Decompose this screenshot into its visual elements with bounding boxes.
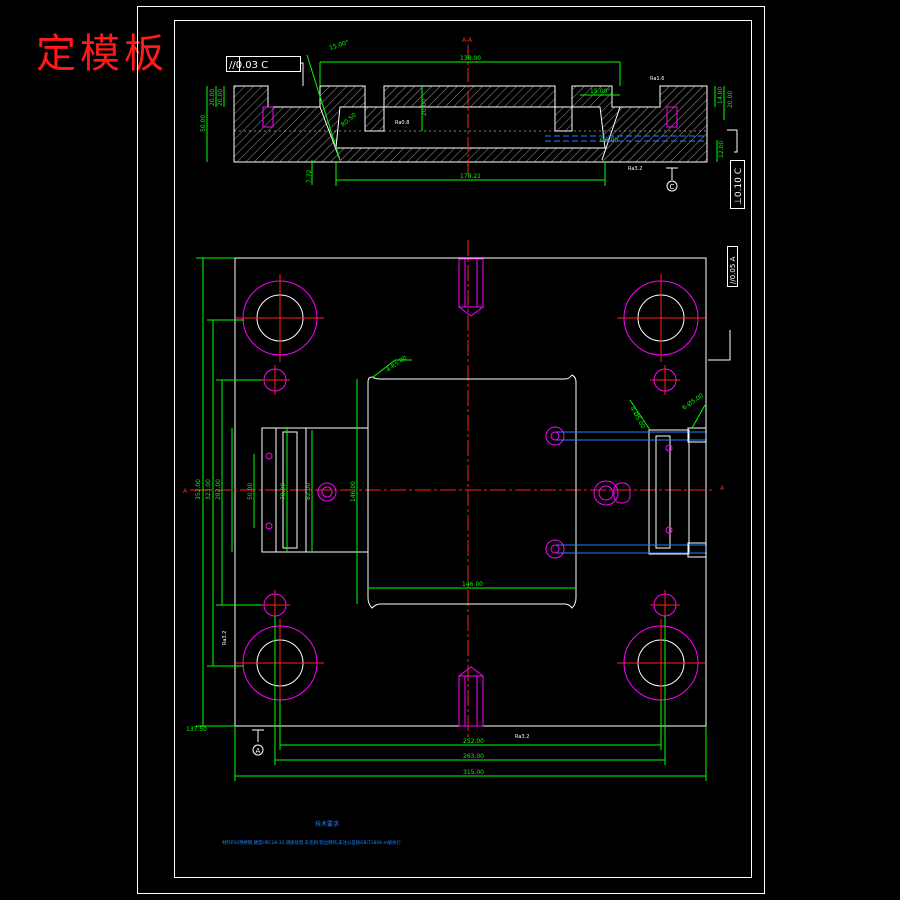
- dim-small-a: 7.72: [306, 169, 313, 183]
- ra-a: Ra0.8: [395, 120, 409, 126]
- top-slot: [458, 258, 484, 317]
- dim-height-total: 352.00: [195, 479, 202, 500]
- guide-hole-br: [617, 619, 705, 707]
- dim-slot-c: 82.00: [305, 483, 312, 500]
- dim-hole-a: 4-Ø5.00: [628, 406, 646, 430]
- ra-left: Ra3.2: [222, 631, 228, 645]
- dim-height-b: 323.00: [205, 479, 212, 500]
- dim-depth-right-b: 20.00: [727, 91, 734, 108]
- drawing-title: 定模板: [36, 31, 168, 77]
- dim-width-b: 263.00: [463, 753, 484, 760]
- cavity-outline: [367, 374, 577, 609]
- notes-heading: 技术要求: [315, 820, 339, 828]
- ra-bottom: Ra3.2: [515, 734, 529, 740]
- ra-b: Ra1.6: [650, 76, 664, 82]
- flatness-frame-text: //0.03 C: [229, 60, 268, 71]
- dim-cavity-height: 146.00: [350, 481, 357, 502]
- section-label: A-A: [462, 37, 473, 44]
- plan-view: [190, 240, 731, 781]
- channel-end-1: [545, 426, 565, 446]
- datum-c: C: [666, 167, 678, 192]
- left-slot: [261, 427, 369, 553]
- plan-flat-frame: //0.05 A: [727, 246, 738, 287]
- datum-c-label: C: [670, 183, 675, 191]
- notes-text: 材料P20预硬钢,硬度HRC28-32,调质处理,去毛刺,锐边倒钝,未注公差按G…: [222, 839, 402, 846]
- dim-angle-right: 15.00°: [590, 88, 610, 95]
- dim-slot-b: 78.00: [280, 483, 287, 500]
- section-mark-right: A: [720, 485, 725, 492]
- dim-height-left: 50.00: [200, 115, 207, 132]
- gate-left: [317, 482, 337, 502]
- guide-hole-tl: [236, 274, 324, 362]
- section-mark-left: A: [183, 488, 188, 495]
- section-view: [206, 45, 738, 186]
- dim-corner-r: 4-R5.00: [385, 354, 408, 373]
- dim-chamfer-b: Ø6.00: [600, 137, 618, 144]
- dim-height-c: 282.00: [215, 479, 222, 500]
- dim-hole-b: 6-Ø5.00: [681, 392, 705, 412]
- bottom-slot: [458, 666, 484, 727]
- left-slot-inner: [275, 427, 307, 553]
- dim-bottom-width: 178.21: [460, 173, 481, 180]
- dim-height-b: 20.00: [217, 89, 224, 106]
- inner-border: [174, 20, 752, 878]
- plan-flat-frame-text: //0.05 A: [729, 256, 737, 284]
- perp-frame: ⊥0.10 C: [730, 160, 745, 209]
- dim-height-a: 20.00: [209, 89, 216, 106]
- screw-left: [262, 106, 274, 128]
- gate-right: [593, 480, 619, 506]
- dim-slot-a: 50.00: [247, 483, 254, 500]
- perp-frame-text: ⊥0.10 C: [734, 168, 744, 205]
- right-slot: [648, 429, 690, 555]
- flatness-frame: //0.03 C: [226, 56, 301, 72]
- dim-depth-center: 20.00: [421, 99, 428, 116]
- outer-border: [137, 6, 765, 894]
- dim-height-d: 137.50: [186, 726, 207, 733]
- dim-total-width: 315.00: [463, 769, 484, 776]
- dim-width-c: 252.00: [463, 738, 484, 745]
- channel-end-2: [545, 539, 565, 559]
- guide-hole-tr: [617, 274, 705, 362]
- dim-angle-left: 15.00°: [328, 39, 349, 52]
- datum-a-label: A: [256, 747, 261, 755]
- datum-a: A: [252, 729, 264, 756]
- ra-side: Ra3.2: [628, 166, 642, 172]
- dim-top-width: 138.00: [460, 55, 481, 62]
- guide-hole-bl: [236, 619, 324, 707]
- dim-depth-right-c: 12.00: [718, 141, 725, 158]
- dim-depth-right-a: 14.00: [717, 87, 724, 104]
- screw-right: [666, 106, 678, 128]
- dim-cavity-width: 146.00: [462, 581, 483, 588]
